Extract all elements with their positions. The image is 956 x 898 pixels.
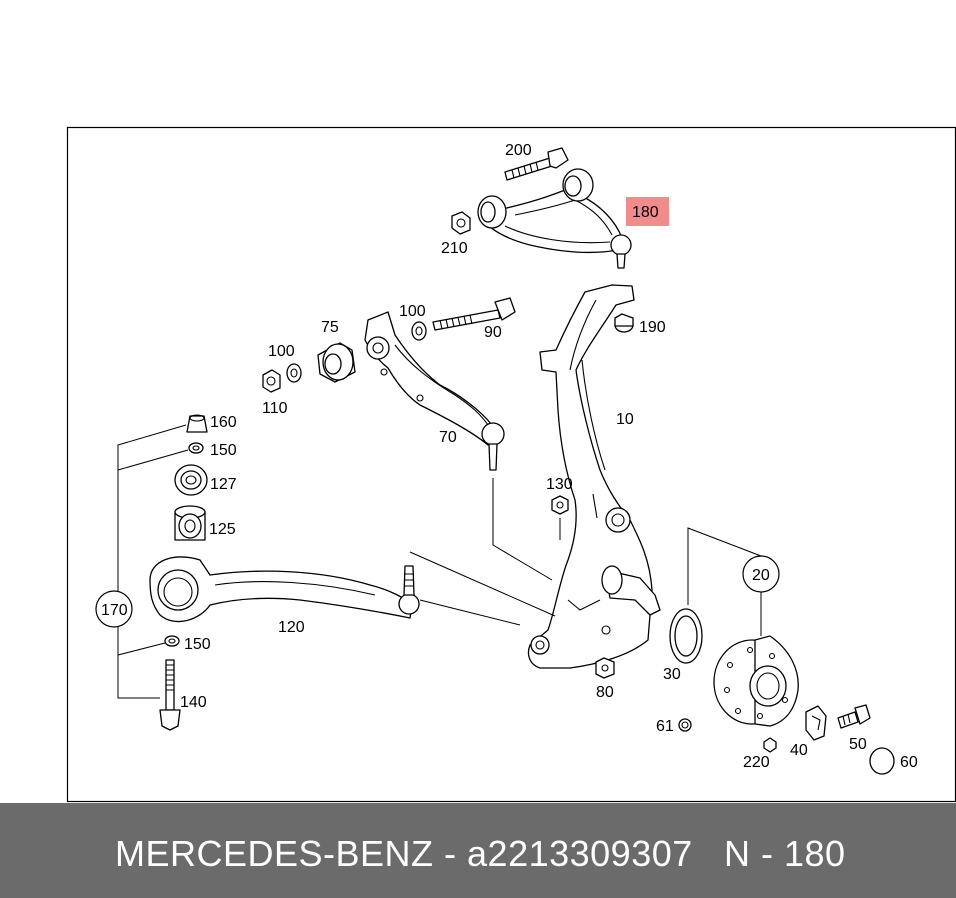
washer-150-lower[interactable]	[164, 635, 180, 647]
highlight-box-180	[626, 197, 669, 226]
hub-cap-60[interactable]	[869, 747, 895, 775]
label-210: 210	[441, 240, 468, 257]
label-140: 140	[180, 694, 207, 711]
label-20: 20	[752, 567, 770, 584]
nut-130[interactable]	[551, 495, 569, 515]
label-150-lower: 150	[184, 636, 211, 653]
nut-80[interactable]	[595, 657, 615, 679]
bushing-127[interactable]	[174, 464, 208, 496]
bolt-50[interactable]	[837, 704, 871, 729]
seal-30[interactable]	[669, 608, 703, 664]
parts-diagram: 200 180 210 100 90 75 190 100 110 70 10 …	[66, 126, 956, 803]
nut-210[interactable]	[451, 211, 471, 235]
label-110: 110	[262, 400, 288, 417]
washer-100-upper[interactable]	[411, 321, 427, 341]
clip-40[interactable]	[805, 705, 827, 741]
lower-control-arm-120[interactable]	[149, 556, 420, 623]
washer-150-upper[interactable]	[188, 442, 204, 454]
screw-220[interactable]	[763, 737, 777, 753]
label-30: 30	[663, 666, 681, 683]
label-80: 80	[596, 684, 614, 701]
label-75: 75	[321, 319, 339, 336]
label-127: 127	[210, 476, 237, 493]
footer-bar: MERCEDES-BENZ - a2213309307 N - 180	[0, 803, 956, 898]
label-90: 90	[484, 324, 502, 341]
wheel-hub-20[interactable]	[713, 635, 799, 727]
footer-part-number: MERCEDES-BENZ - a2213309307	[115, 833, 693, 874]
label-60: 60	[900, 754, 918, 771]
footer-reference: N - 180	[724, 833, 846, 874]
callout-circle-170	[95, 590, 133, 628]
part-labels: 200 180 210 100 90 75 190 100 110 70 10 …	[101, 142, 918, 771]
steering-knuckle-10[interactable]	[527, 284, 661, 669]
label-150-upper: 150	[210, 442, 237, 459]
label-130: 130	[546, 476, 573, 493]
label-50: 50	[849, 736, 867, 753]
bump-stop-190[interactable]	[614, 313, 634, 333]
tension-strut-70[interactable]	[364, 311, 505, 471]
label-100-lower: 100	[268, 343, 295, 360]
label-180: 180	[632, 204, 659, 221]
upper-control-arm-180[interactable]	[477, 168, 632, 269]
bushing-75[interactable]	[317, 342, 356, 383]
label-10: 10	[616, 411, 634, 428]
bolt-140[interactable]	[159, 659, 181, 731]
label-200: 200	[505, 142, 532, 159]
label-100-upper: 100	[399, 303, 426, 320]
bolt-200[interactable]	[504, 147, 569, 181]
label-61: 61	[656, 718, 674, 735]
leader-lines	[117, 424, 762, 699]
sensor-ring-61[interactable]	[678, 718, 692, 732]
bolt-90[interactable]	[432, 297, 516, 331]
washer-100-lower[interactable]	[286, 363, 302, 383]
label-160: 160	[210, 414, 237, 431]
label-170: 170	[101, 602, 128, 619]
label-220: 220	[743, 754, 770, 771]
cap-160[interactable]	[186, 414, 208, 433]
label-120: 120	[278, 619, 305, 636]
nut-110[interactable]	[262, 369, 281, 393]
label-125: 125	[209, 521, 236, 538]
label-190: 190	[639, 319, 666, 336]
bushing-125[interactable]	[174, 505, 206, 541]
label-40: 40	[790, 742, 808, 759]
label-70: 70	[439, 429, 457, 446]
